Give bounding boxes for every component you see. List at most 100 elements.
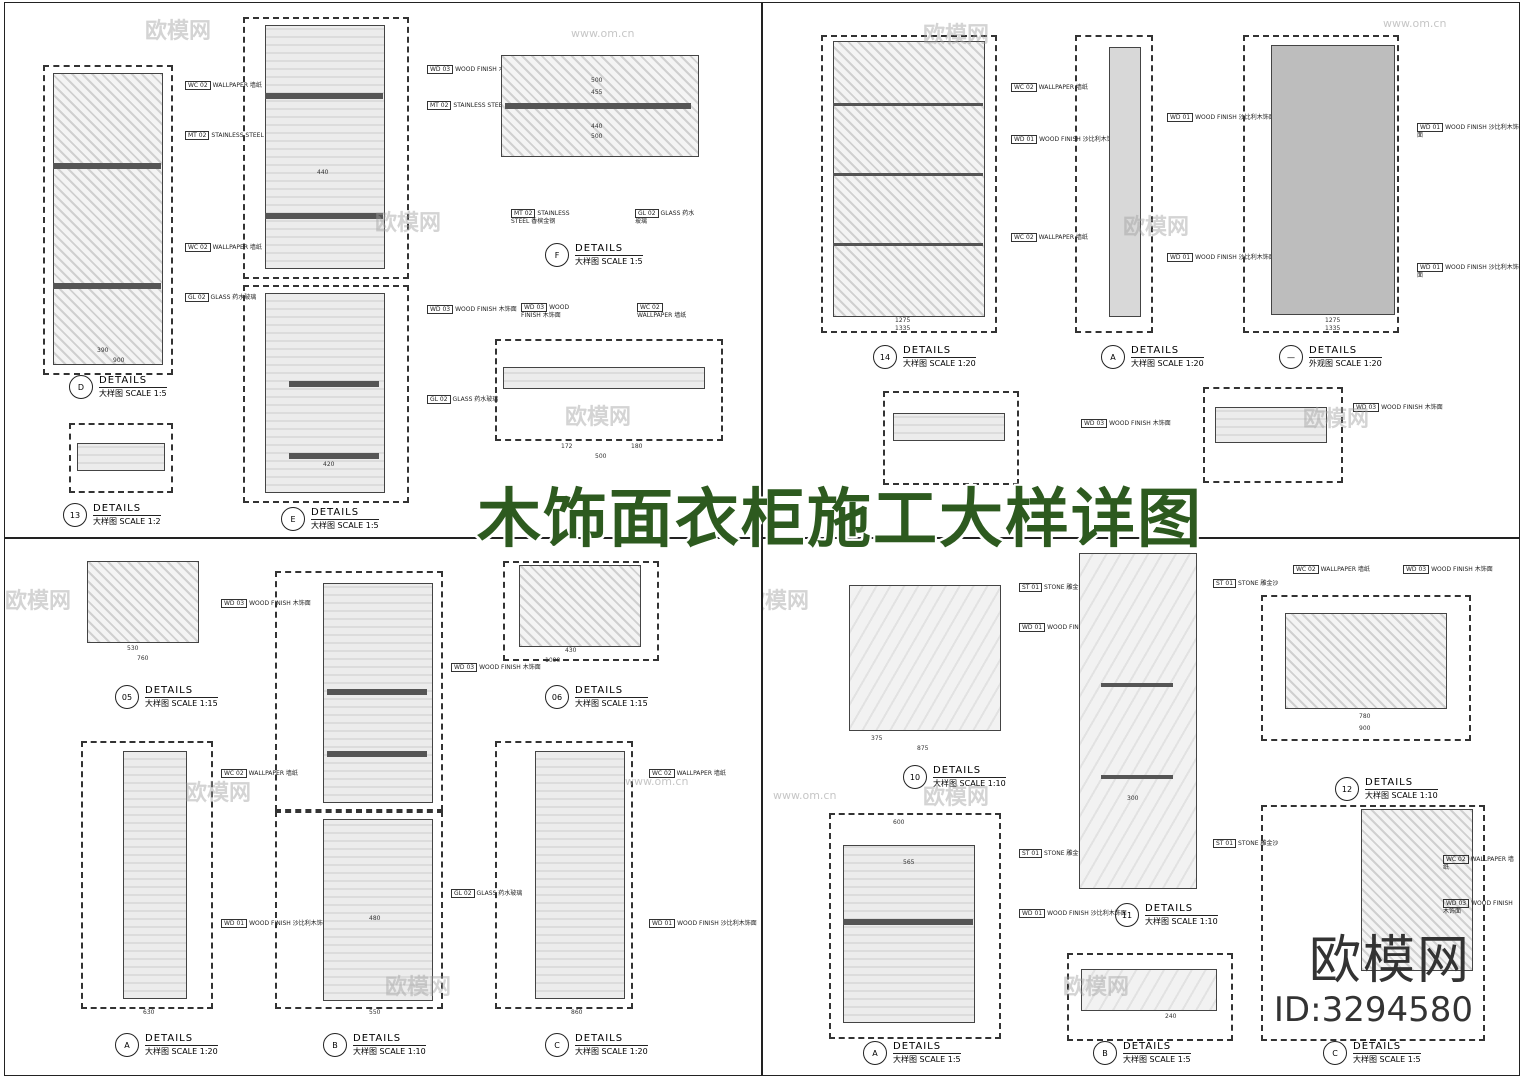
note-tag: WD 01 <box>1019 909 1046 918</box>
caption-number: C <box>1323 1041 1347 1065</box>
section-b <box>1215 407 1327 443</box>
note-text: WOOD FINISH 木饰面 <box>1443 900 1513 915</box>
detail-13-frame <box>69 423 173 493</box>
caption-scale: 大样图 SCALE 1:5 <box>99 389 167 398</box>
watermark: 欧模网 <box>385 975 452 1000</box>
note-text: WOOD FINISH 木饰面 <box>1431 566 1493 573</box>
dimension-label: 530 <box>127 645 139 652</box>
dimension-label: 1275 <box>895 317 911 324</box>
caption-scale: 大样图 SCALE 1:10 <box>1365 791 1438 800</box>
caption-number: 13 <box>63 503 87 527</box>
note-text: WOOD FINISH 沙比利木饰面 <box>1195 114 1275 121</box>
note-text: STONE 雕金沙 <box>1044 584 1085 591</box>
caption-scale: 大样图 SCALE 1:5 <box>1353 1055 1421 1064</box>
dimension-label: 420 <box>323 461 335 468</box>
watermark: 欧模网 <box>923 785 990 810</box>
note-tag: WD 03 <box>521 303 548 312</box>
caption-label: DETAILS <box>1353 1041 1421 1054</box>
note-tag: WC 02 <box>221 769 247 778</box>
caption-number: — <box>1279 345 1303 369</box>
note-text: WALLPAPER 墙纸 <box>1443 856 1514 871</box>
section-13 <box>77 443 165 471</box>
watermark: 欧模网 <box>1303 407 1370 432</box>
caption-scale: 大样图 SCALE 1:20 <box>903 359 976 368</box>
wardrobe-e-lower <box>265 293 385 493</box>
caption-number: D <box>69 375 93 399</box>
caption-number: F <box>545 243 569 267</box>
detail-11-section <box>1079 553 1197 889</box>
caption-label: DETAILS <box>933 765 1006 778</box>
watermark: 欧模网 <box>565 405 632 430</box>
plan-12 <box>1285 613 1447 709</box>
detail-c-frame <box>1261 805 1485 1041</box>
caption-label: DETAILS <box>353 1033 426 1046</box>
dimension-label: 430 <box>565 647 577 654</box>
note-text: WOOD FINISH 木饰面 <box>455 66 517 73</box>
watermark: 欧模网 <box>375 211 442 236</box>
note-tag: WD 01 <box>221 919 248 928</box>
note-tag: WC 02 <box>1443 855 1469 864</box>
detail-10-elevation <box>849 585 1001 731</box>
note-tag: MT 02 <box>511 209 536 218</box>
caption-label: DETAILS <box>575 1033 648 1046</box>
drawer <box>289 381 379 387</box>
note-tag: ST 01 <box>1019 583 1043 592</box>
note-tag: ST 01 <box>1019 849 1043 858</box>
dimension-label: 455 <box>591 89 603 96</box>
note-tag: WC 02 <box>185 243 211 252</box>
note-tag: WD 01 <box>649 919 676 928</box>
detail-b-lower-frame <box>275 811 443 1009</box>
dimension-label: 1275 <box>1325 317 1341 324</box>
detail-e-upper-frame <box>243 17 409 279</box>
note-tag: WD 03 <box>221 599 248 608</box>
plan-05 <box>87 561 199 643</box>
note-tag: GL 02 <box>451 889 475 898</box>
note-text: WOOD FINISH 沙比利木饰面 <box>1417 264 1519 279</box>
dimension-label: 780 <box>1359 713 1371 720</box>
dimension-label: 172 <box>561 443 573 450</box>
shelf <box>833 243 983 246</box>
wardrobe-exterior <box>1271 45 1395 315</box>
rail <box>505 103 691 109</box>
note-text: WALLPAPER 墙纸 <box>248 770 298 777</box>
caption-number: A <box>115 1033 139 1057</box>
note-tag: GL 02 <box>427 395 451 404</box>
detail-d-frame <box>43 65 173 375</box>
caption-scale: 大样图 SCALE 1:20 <box>145 1047 218 1056</box>
shelf <box>1101 775 1173 779</box>
detail-a-frame <box>829 813 1001 1039</box>
note-tag: WD 01 <box>1019 623 1046 632</box>
caption-label: DETAILS <box>1309 345 1382 358</box>
caption-scale: 大样图 SCALE 1:15 <box>145 699 218 708</box>
note-tag: WD 01 <box>1417 123 1444 132</box>
watermark-url: www.om.cn <box>571 27 635 40</box>
shelf <box>327 689 427 695</box>
note-text: WOOD FINISH 木饰面 <box>455 306 517 313</box>
dimension-label: 440 <box>317 169 329 176</box>
note-tag: WC 02 <box>185 81 211 90</box>
caption-label: DETAILS <box>1123 1041 1191 1054</box>
note-text: GLASS 药水玻璃 <box>476 890 523 897</box>
detail-b-frame <box>1067 953 1233 1041</box>
caption-number: 06 <box>545 685 569 709</box>
note-text: WALLPAPER 墙纸 <box>637 312 687 319</box>
